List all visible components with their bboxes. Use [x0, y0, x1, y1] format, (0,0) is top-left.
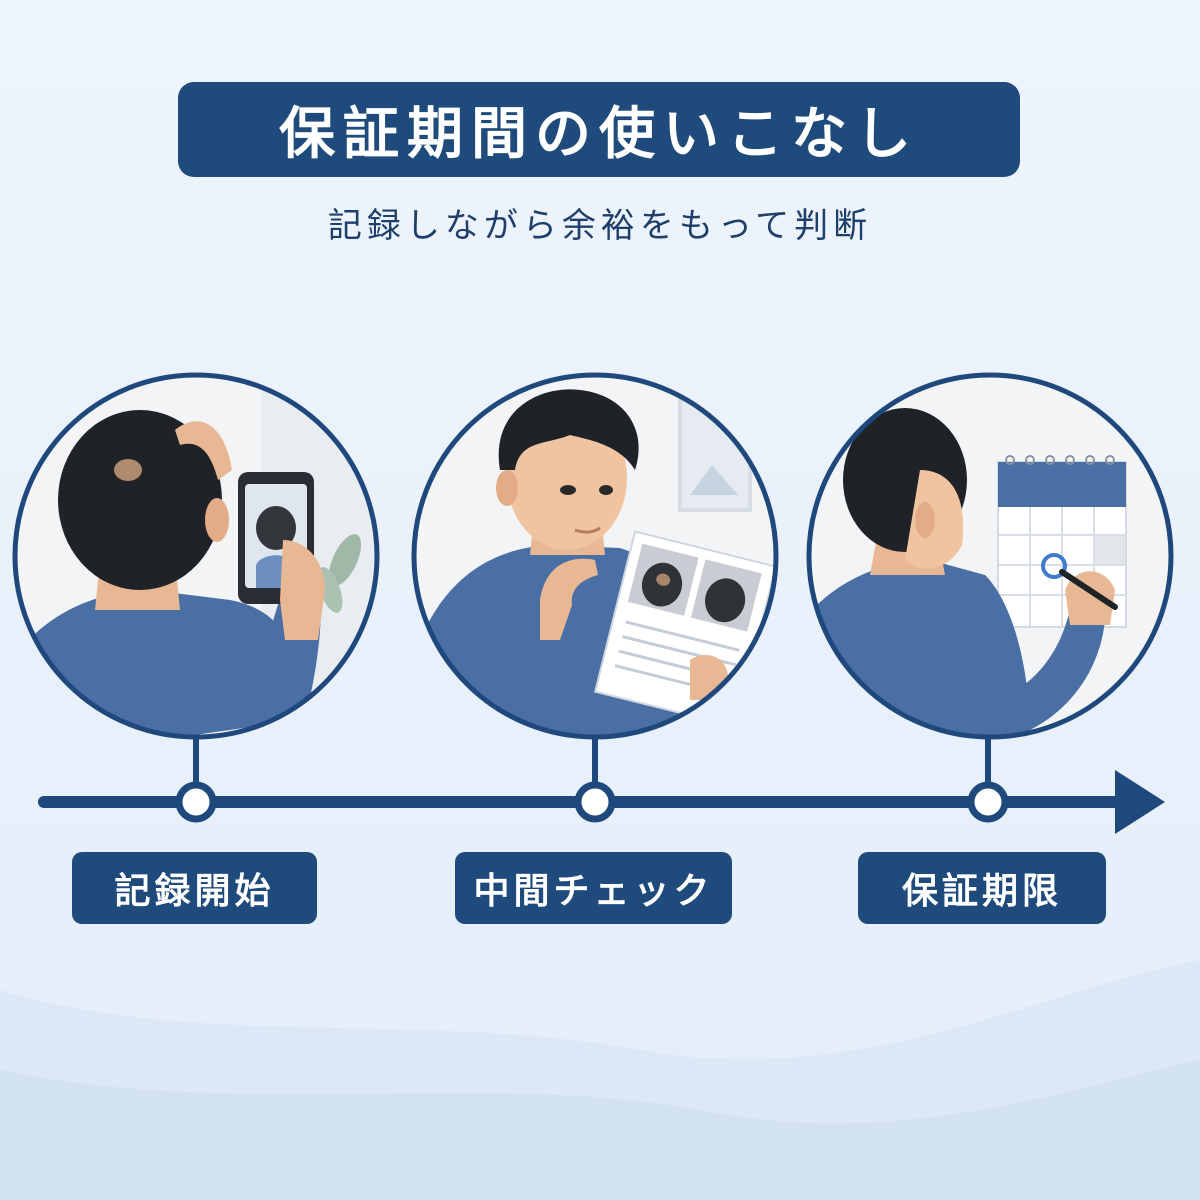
step-label-record-start: 記録開始 — [72, 852, 317, 924]
page-title: 保証期間の使いこなし — [279, 102, 919, 167]
title-banner: 保証期間の使いこなし — [178, 82, 1020, 177]
pen-icon — [1059, 569, 1118, 610]
step-label-warranty-deadline: 保証期限 — [858, 852, 1106, 924]
timeline-node-2 — [574, 781, 616, 823]
background-waves — [0, 960, 1200, 1200]
scene-mid-check — [411, 372, 779, 740]
page-subtitle: 記録しながら余裕をもって判断 — [327, 206, 873, 246]
scene-warranty-deadline — [806, 372, 1174, 740]
timeline — [38, 737, 1165, 834]
timeline-arrow-icon — [1115, 770, 1165, 834]
bald-spot-icon — [114, 459, 142, 481]
scene-record-start — [12, 372, 380, 740]
timeline-node-3 — [967, 781, 1009, 823]
timeline-node-1 — [175, 781, 217, 823]
step-label-mid-check: 中間チェック — [455, 852, 732, 924]
